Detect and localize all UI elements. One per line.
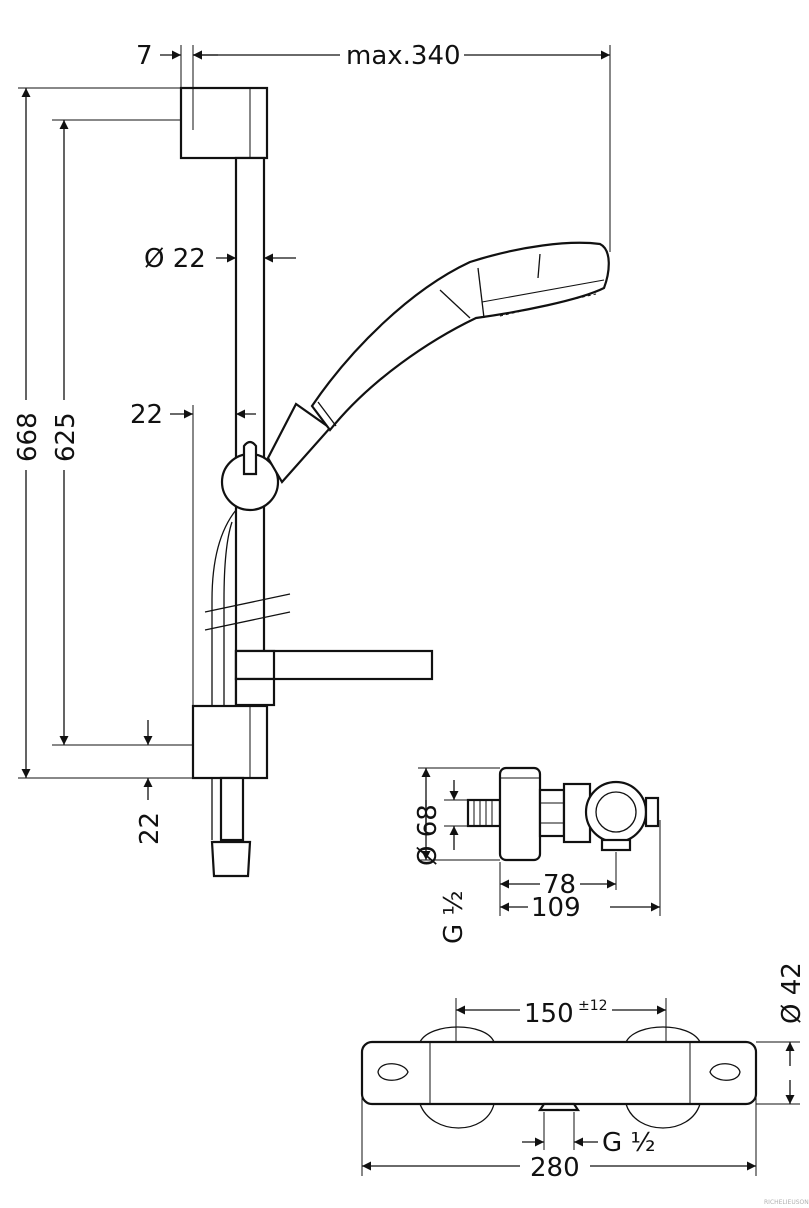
dim-diameter-42: Ø 42 — [777, 962, 807, 1024]
outlet-connector — [537, 1102, 581, 1112]
rail-bar — [234, 156, 266, 708]
dim-22-lower: 22 — [135, 812, 165, 845]
dim-150: 150 — [524, 999, 574, 1029]
dim-7: 7 — [136, 41, 153, 71]
watermark: RICHELIEUSON — [764, 1199, 809, 1206]
dim-diameter-22: Ø 22 — [144, 244, 206, 274]
dim-625: 625 — [51, 412, 81, 462]
shower-hose — [211, 509, 237, 840]
dim-g-half-left: G ½ — [439, 890, 469, 944]
right-handle-grip-icon — [709, 1063, 741, 1081]
dim-diameter-68: Ø 68 — [413, 804, 443, 866]
thermostat-front-view — [360, 1026, 758, 1129]
dim-tolerance-12: ±12 — [578, 998, 608, 1014]
dim-668: 668 — [13, 412, 43, 462]
rail-dimensions: 7 max.340 668 625 Ø 22 22 22 — [13, 41, 611, 845]
dim-22-upper: 22 — [130, 400, 163, 430]
dim-78: 78 — [543, 870, 576, 900]
thermostat-body — [360, 1040, 758, 1106]
front-view-dimensions: 150 ±12 Ø 42 G ½ 280 — [361, 962, 807, 1183]
shower-rail-assembly — [179, 86, 610, 878]
dim-109: 109 — [531, 893, 581, 923]
valve-body — [584, 780, 648, 844]
dim-g-half-bottom: G ½ — [602, 1128, 656, 1158]
hose-nut — [210, 840, 252, 878]
bottom-wall-bracket — [191, 704, 269, 780]
thermostat-side-view — [466, 766, 660, 862]
wall-flange — [498, 766, 542, 862]
dim-280: 280 — [530, 1153, 580, 1183]
left-handle-grip-icon — [377, 1063, 409, 1081]
top-wall-bracket — [179, 86, 269, 160]
dim-max-340: max.340 — [346, 41, 461, 71]
handshower — [310, 241, 610, 432]
thermostat-dimensions: Ø 68 G ½ 78 109 — [413, 767, 661, 944]
